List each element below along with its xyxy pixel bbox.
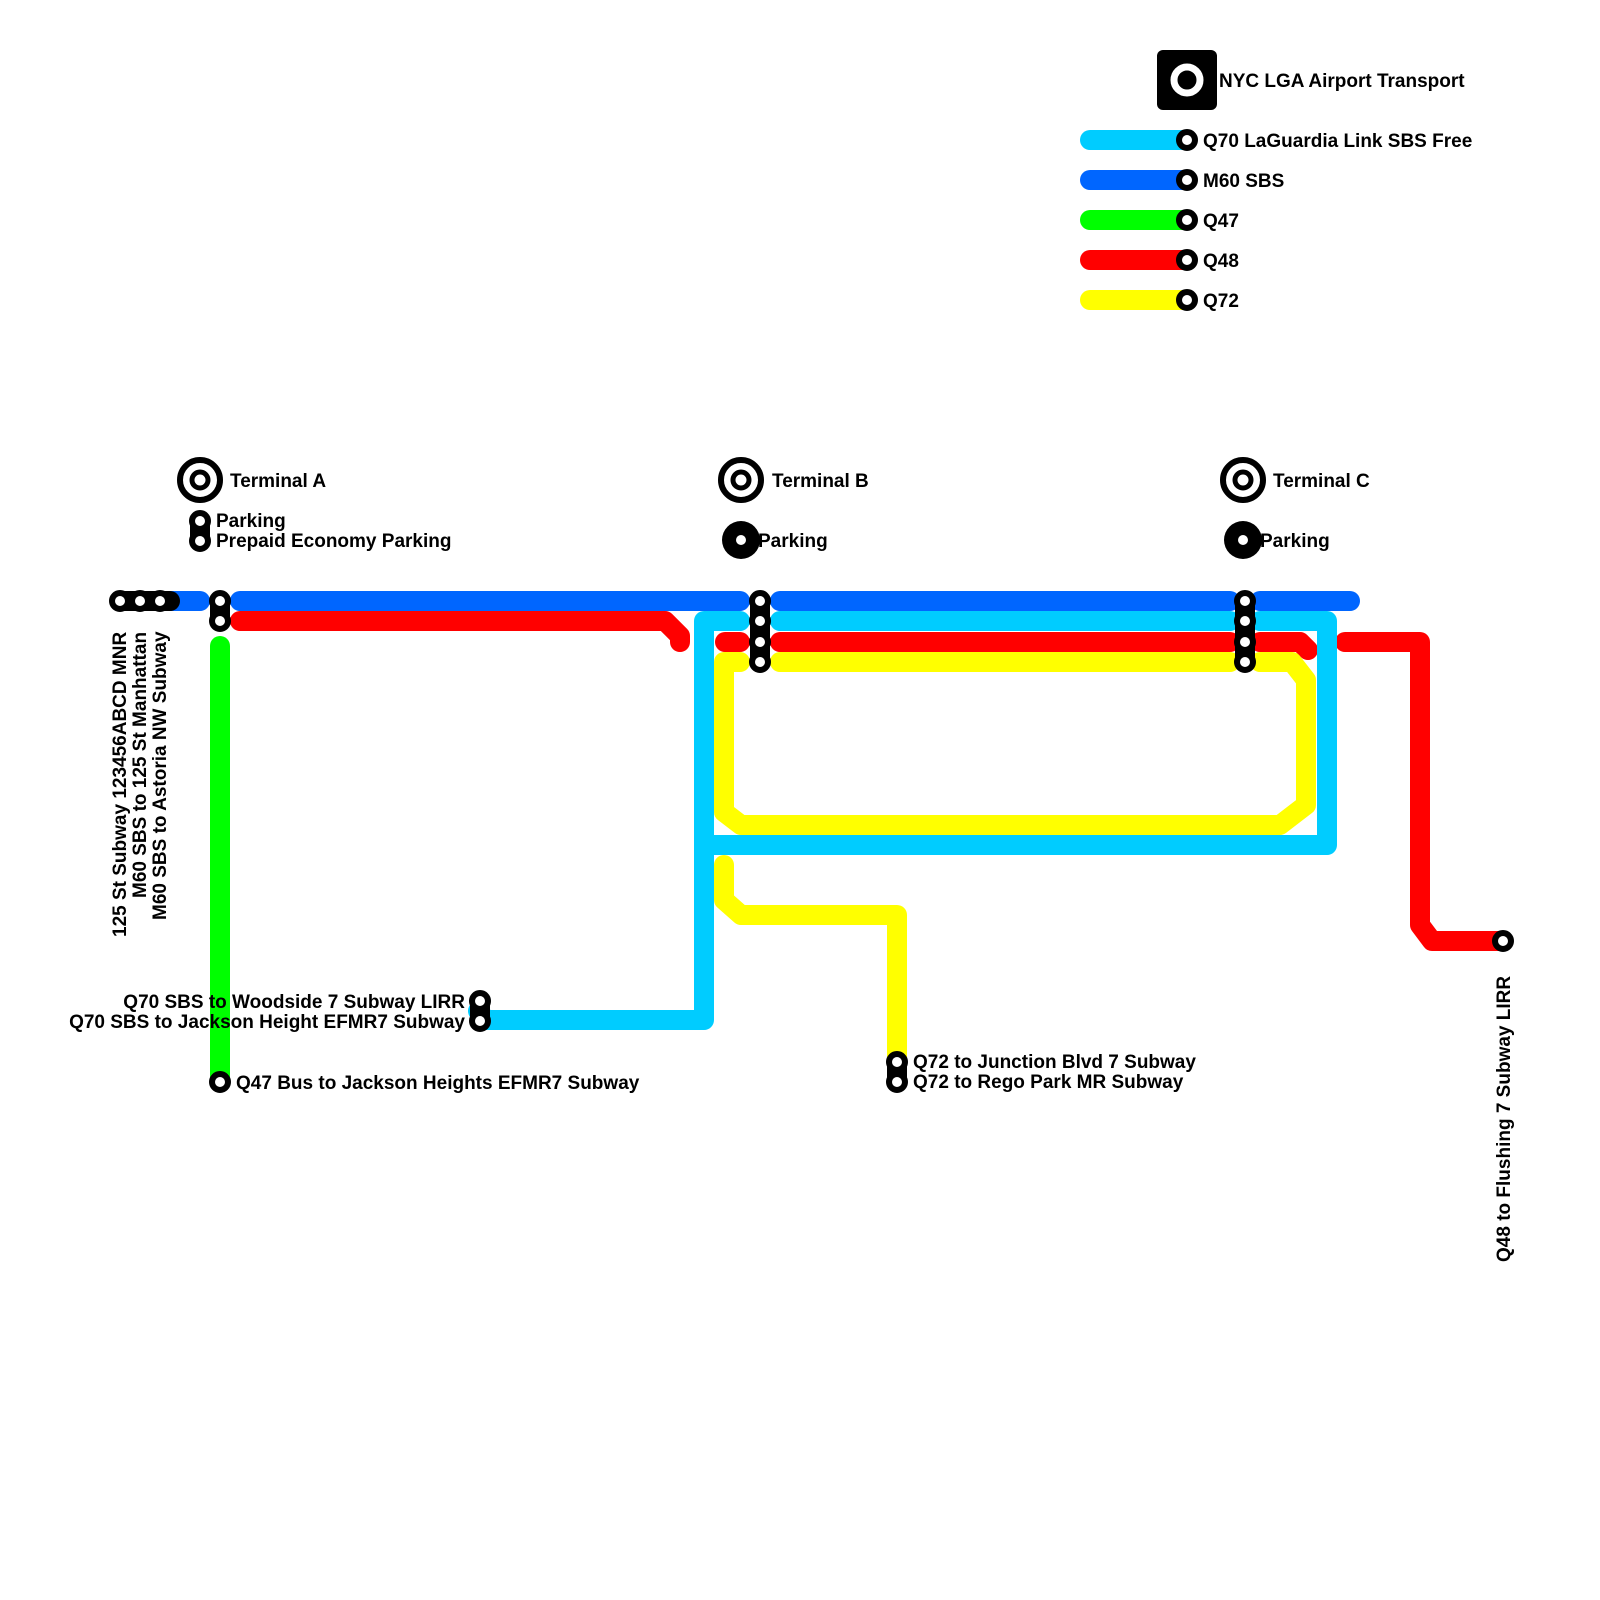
legend-station-icon [1176, 129, 1198, 151]
endpoint-labels: 125 St Subway 123456ABCD MNR M60 SBS to … [69, 631, 1515, 1262]
station-west-1[interactable] [109, 590, 131, 612]
legend-station-icon [1176, 289, 1198, 311]
parking-b-label: Parking [758, 531, 828, 552]
label-west-1: 125 St Subway 123456ABCD MNR [110, 632, 131, 937]
prepaid-parking-a-label: Prepaid Economy Parking [216, 531, 451, 552]
legend-label-q70: Q70 LaGuardia Link SBS Free [1203, 131, 1472, 152]
label-west-3: M60 SBS to Astoria NW Subway [150, 631, 171, 920]
station-terminal-b-q72[interactable] [749, 651, 771, 673]
terminal-target-inner-icon [730, 469, 752, 491]
station-q48-flushing[interactable] [1492, 930, 1514, 952]
legend: Q70 LaGuardia Link SBS Free M60 SBS Q47 … [1080, 129, 1472, 312]
terminal-a-label: Terminal A [230, 471, 326, 492]
legend-item-q47: Q47 [1080, 209, 1239, 232]
stations [109, 590, 1514, 1093]
station-terminal-b-m60[interactable] [749, 590, 771, 612]
label-q70-woodside: Q70 SBS to Woodside 7 Subway LIRR [123, 992, 465, 1013]
label-q48-flushing: Q48 to Flushing 7 Subway LIRR [1494, 976, 1515, 1262]
legend-item-q72: Q72 [1080, 289, 1239, 312]
label-west-2: M60 SBS to 125 St Manhattan [130, 632, 151, 898]
station-q47-jackson[interactable] [209, 1071, 231, 1093]
terminal-a: Terminal A Parking Prepaid Economy Parki… [177, 457, 451, 552]
terminal-target-icon [177, 457, 223, 503]
legend-station-icon [1176, 169, 1198, 191]
map-title: NYC LGA Airport Transport [1157, 50, 1465, 110]
prepaid-parking-a-station[interactable] [189, 530, 211, 552]
station-q70-jackson[interactable] [469, 1010, 491, 1032]
station-terminal-c-q72[interactable] [1234, 651, 1256, 673]
label-q47-jackson: Q47 Bus to Jackson Heights EFMR7 Subway [236, 1073, 640, 1094]
parking-a-station[interactable] [189, 510, 211, 532]
terminal-target-icon [718, 457, 764, 503]
station-q70-woodside[interactable] [469, 990, 491, 1012]
legend-label-m60: M60 SBS [1203, 171, 1284, 192]
station-q72-junction[interactable] [886, 1051, 908, 1073]
station-terminal-c-m60[interactable] [1234, 590, 1256, 612]
station-terminal-b-q70[interactable] [749, 610, 771, 632]
legend-label-q48: Q48 [1203, 251, 1239, 272]
terminal-target-inner-icon [1232, 469, 1254, 491]
route-q48-west [230, 611, 690, 652]
station-terminal-b-q48[interactable] [749, 631, 771, 653]
route-q72-loop [714, 652, 1316, 835]
legend-item-q48: Q48 [1080, 249, 1239, 272]
terminal-c: Terminal C Parking [1220, 457, 1370, 559]
station-terminal-c-q48[interactable] [1234, 631, 1256, 653]
label-q72-rego: Q72 to Rego Park MR Subway [913, 1072, 1184, 1093]
terminal-target-icon [1220, 457, 1266, 503]
station-terminal-c-q70[interactable] [1234, 610, 1256, 632]
title-text: NYC LGA Airport Transport [1219, 71, 1465, 92]
legend-item-q70: Q70 LaGuardia Link SBS Free [1080, 129, 1472, 152]
airport-logo-icon [1157, 50, 1217, 110]
station-terminal-a-q48[interactable] [209, 610, 231, 632]
station-west-3[interactable] [149, 590, 171, 612]
legend-station-icon [1176, 249, 1198, 271]
route-q48-center [715, 632, 1318, 660]
label-q70-jackson: Q70 SBS to Jackson Height EFMR7 Subway [69, 1012, 465, 1033]
station-west-2[interactable] [129, 590, 151, 612]
terminal-b-label: Terminal B [772, 471, 869, 492]
terminal-target-inner-icon [189, 469, 211, 491]
legend-label-q72: Q72 [1203, 291, 1239, 312]
label-q72-junction: Q72 to Junction Blvd 7 Subway [913, 1052, 1196, 1073]
parking-c-label: Parking [1260, 531, 1330, 552]
route-q72-spur [714, 855, 907, 1070]
route-q48-east [1335, 632, 1513, 951]
terminal-b: Terminal B Parking [718, 457, 869, 559]
legend-station-icon [1176, 209, 1198, 231]
terminal-c-label: Terminal C [1273, 471, 1370, 492]
legend-item-m60: M60 SBS [1080, 169, 1284, 192]
station-terminal-a-m60[interactable] [209, 590, 231, 612]
airport-target-icon [1170, 63, 1204, 97]
station-q72-rego[interactable] [886, 1071, 908, 1093]
parking-a-label: Parking [216, 511, 286, 532]
legend-label-q47: Q47 [1203, 211, 1239, 232]
